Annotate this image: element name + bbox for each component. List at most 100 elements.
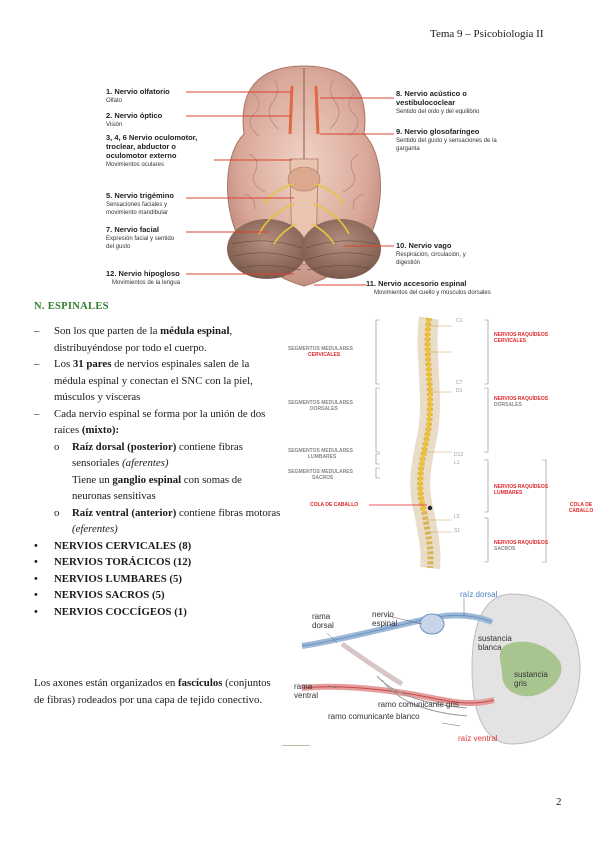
bullet-marker: • (34, 572, 38, 585)
brain-label-desc: Olfato (106, 98, 123, 104)
brain-label-desc: Visión (106, 122, 123, 128)
label-line: SEGMENTOS MEDULARES (288, 400, 353, 406)
section-title: N. ESPINALES (34, 301, 109, 312)
text-bold: Raíz ventral (anterior) (72, 506, 177, 519)
item-text: Los 31 pares de nervios espinales salen … (54, 358, 253, 403)
label-line: DORSALES (310, 406, 338, 412)
brain-label-title: 12. Nervio hipogloso (106, 269, 180, 278)
brain-label-title: 3, 4, 6 Nervio oculomotor, troclear, abd… (106, 133, 198, 160)
brain-label-8: 8. Nervio acústico o vestibulococlear Se… (396, 90, 504, 116)
vertebra-label: C1 (456, 318, 463, 324)
bullet-marker: • (34, 539, 38, 552)
brain-label-title: 8. Nervio acústico o vestibulococlear (396, 89, 467, 107)
spine-illustration (369, 316, 547, 570)
page-number: 2 (556, 796, 562, 808)
text-part: (conjuntos de fibras) rodeados por una c… (34, 677, 271, 706)
sub-item: o Raíz dorsal (posterior) contiene fibra… (34, 439, 282, 472)
vertebra-label: C7 (456, 380, 463, 386)
text-part: contiene fibras sensoriales (72, 440, 243, 470)
cranial-nerves-figure: 1. Nervio olfatorio Olfato 2. Nervio ópt… (104, 64, 504, 296)
label-line: DORSALES (494, 402, 522, 408)
dash-marker: – (34, 325, 40, 337)
text-part: Cada nervio espinal se forma por la unió… (54, 407, 266, 437)
brain-label-7: 7. Nervio facial Expresión facial y sent… (106, 226, 178, 251)
ganglion-line: Tiene un ganglio espinal con somas de ne… (34, 472, 282, 505)
label-line: NERVIOS RAQUÍDEOS (494, 396, 549, 402)
bullet-item: •NERVIOS SACROS (5) (34, 587, 282, 604)
label-ramo-blanco: ramo comunicante blanco (328, 712, 420, 721)
dash-marker: – (34, 407, 40, 420)
brain-label-2: 2. Nervio óptico Visión (106, 112, 162, 129)
label-line: NERVIOS RAQUÍDEOS (494, 540, 549, 546)
label-line: LUMBARES (308, 454, 337, 460)
brain-label-5: 5. Nervio trigémino Sensaciones faciales… (106, 192, 196, 217)
brain-label-12: 12. Nervio hipogloso Movimientos de la l… (106, 270, 180, 287)
brain-label-desc: Sentido del oído y del equilibrio (396, 109, 480, 115)
spinal-nerves-list: – Son los que parten de la médula espina… (34, 323, 282, 620)
brain-label-11: 11. Nervio accesorio espinal Movimientos… (366, 280, 504, 297)
label-line: LUMBARES (494, 490, 523, 496)
brain-label-10: 10. Nervio vago Respiración, circulación… (396, 242, 466, 267)
label-rama-dorsal: rama dorsal (312, 612, 334, 630)
brain-label-desc: Movimientos de la lengua (112, 280, 181, 286)
brain-label-title: 2. Nervio óptico (106, 111, 163, 120)
item-text: Raíz ventral (anterior) contiene fibras … (72, 507, 280, 536)
brain-label-9: 9. Nervio glosofaríngeo Sentido del gust… (396, 128, 504, 153)
vertebra-label: L5 (454, 514, 460, 520)
text-italic: (eferentes) (72, 523, 118, 535)
nerve-illustration (282, 593, 581, 746)
page-header: Tema 9 – Psicobiología II (430, 28, 544, 40)
brain-label-desc: Sensaciones faciales y movimiento mandib… (106, 202, 169, 216)
text-part: Los axones están organizados en (34, 677, 179, 689)
label-line: CERVICALES (308, 352, 341, 358)
bullet-marker: • (34, 589, 38, 601)
brain-label-1: 1. Nervio olfatorio Olfato (106, 88, 170, 105)
text-part: Son los que parten de la (54, 325, 161, 337)
brain-label-title: 11. Nervio accesorio espinal (366, 279, 467, 288)
brain-label-title: 10. Nervio vago (396, 241, 452, 250)
label-line: SEGMENTOS MEDULARES (288, 448, 353, 454)
bullet-text: NERVIOS LUMBARES (5) (54, 572, 182, 585)
text-part: Tiene un (72, 473, 113, 486)
label-rama-ventral: rama ventral (294, 682, 319, 700)
vertebra-label: D12 (454, 452, 464, 458)
bullet-item: •NERVIOS CERVICALES (8) (34, 538, 282, 555)
brain-label-3: 3, 4, 6 Nervio oculomotor, troclear, abd… (106, 134, 216, 169)
dash-marker: – (34, 358, 40, 370)
item-text: Son los que parten de la médula espinal,… (54, 325, 232, 354)
bullet-item: •NERVIOS COCCÍGEOS (1) (34, 604, 282, 621)
list-item: – Cada nervio espinal se forma por la un… (34, 406, 282, 439)
label-sustancia-blanca: sustancia blanca (478, 634, 512, 652)
brain-label-title: 5. Nervio trigémino (106, 191, 174, 200)
brain-label-desc: Respiración, circulación, y digestión (396, 252, 466, 266)
label-line: SACROS (494, 546, 516, 552)
label-line: NERVIOS RAQUÍDEOS (494, 332, 549, 338)
brain-label-desc: Expresión facial y sentido del gusto (106, 236, 175, 250)
bullet-item: • NERVIOS LUMBARES (5) (34, 571, 282, 588)
item-text: Cada nervio espinal se forma por la unió… (54, 408, 265, 437)
label-raiz-ventral: raíz ventral (458, 734, 498, 743)
label-raiz-dorsal: raíz dorsal (460, 590, 498, 599)
bullet-marker: • (34, 556, 38, 568)
label-line: CERVICALES (494, 338, 527, 344)
bullet-item: • NERVIOS TORÁCICOS (12) (34, 554, 282, 571)
bullet-marker: • (34, 605, 38, 618)
cola-right-label: COLA DE CABALLO (568, 502, 594, 514)
brain-label-title: 9. Nervio glosofaríngeo (396, 127, 480, 136)
text-bold: Raíz dorsal (posterior) (72, 440, 177, 453)
label-line: NERVIOS RAQUÍDEOS (494, 484, 549, 490)
fasciculos-paragraph: Los axones están organizados en fascícul… (34, 675, 282, 708)
list-item: – Los 31 pares de nervios espinales sale… (34, 356, 282, 406)
vertebra-label: L1 (454, 460, 460, 466)
sub-item: o Raíz ventral (anterior) contiene fibra… (34, 505, 282, 538)
brain-label-title: 7. Nervio facial (106, 225, 159, 234)
bullet-text: NERVIOS TORÁCICOS (12) (54, 556, 192, 568)
